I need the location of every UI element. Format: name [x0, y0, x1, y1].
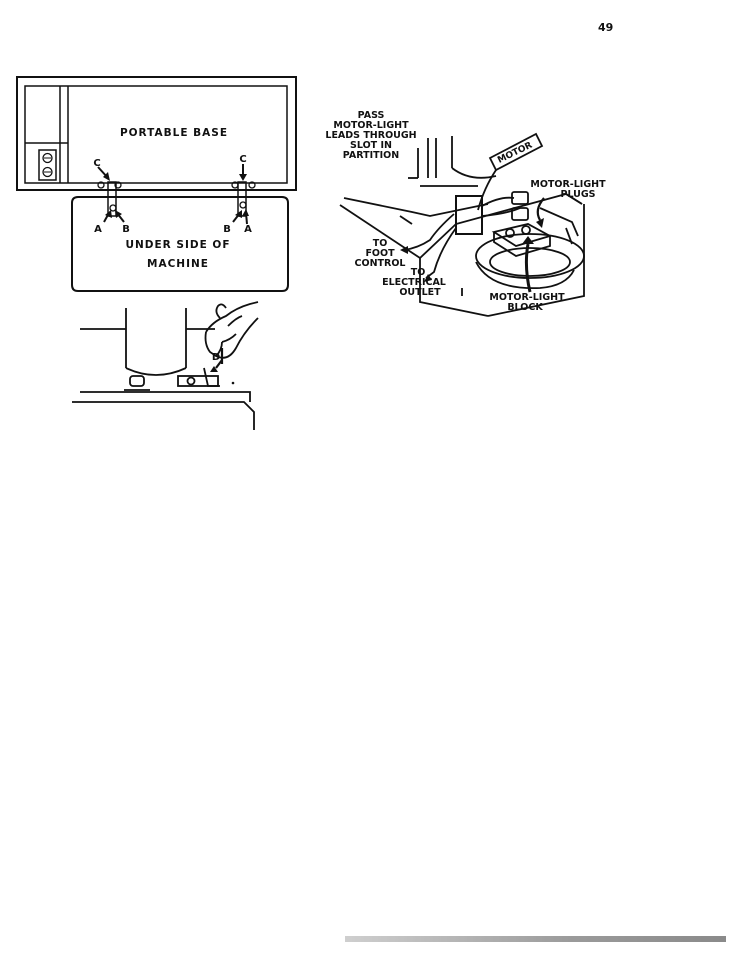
label-c-right: C	[239, 154, 246, 165]
foot-line3: CONTROL	[355, 258, 406, 269]
portable-base-outline	[16, 76, 297, 191]
pass-line2: MOTOR-LIGHT	[333, 120, 409, 131]
pass-line5: PARTITION	[343, 150, 399, 161]
outlet-line3: OUTLET	[399, 287, 441, 298]
page-number: 49	[598, 21, 614, 34]
foot-line2: FOOT	[365, 248, 395, 259]
outlet-icon	[38, 149, 57, 181]
label-b-left: B	[122, 224, 130, 235]
label-a-left: A	[94, 224, 102, 235]
underside-label-line1: UNDER SIDE OF	[125, 239, 230, 251]
outlet-line2: ELECTRICAL	[382, 277, 446, 288]
label-b-right: B	[223, 224, 231, 235]
pass-line4: SLOT IN	[350, 140, 392, 151]
plugs-line2: PLUGS	[560, 189, 595, 200]
foot-line1: TO	[373, 238, 388, 249]
block-line1: MOTOR-LIGHT	[489, 292, 565, 303]
hinge-hand-illustration	[72, 301, 259, 430]
motor-tag	[488, 132, 544, 172]
label-c-left: C	[93, 158, 100, 169]
underside-label-line2: MACHINE	[147, 258, 209, 270]
motor-light-block-illustration	[339, 132, 585, 317]
portable-base-diagram	[16, 76, 297, 217]
portable-base-label: PORTABLE BASE	[120, 127, 228, 139]
label-d: D	[212, 352, 220, 363]
pass-line1: PASS	[358, 110, 385, 121]
scan-edge-bar	[345, 936, 726, 942]
label-a-right: A	[244, 224, 252, 235]
plugs-line1: MOTOR-LIGHT	[530, 179, 606, 190]
pass-line3: LEADS THROUGH	[325, 130, 416, 141]
block-line2: BLOCK	[507, 302, 543, 313]
outlet-line1: TO	[411, 267, 426, 278]
machine-underside-diagram	[71, 196, 289, 292]
